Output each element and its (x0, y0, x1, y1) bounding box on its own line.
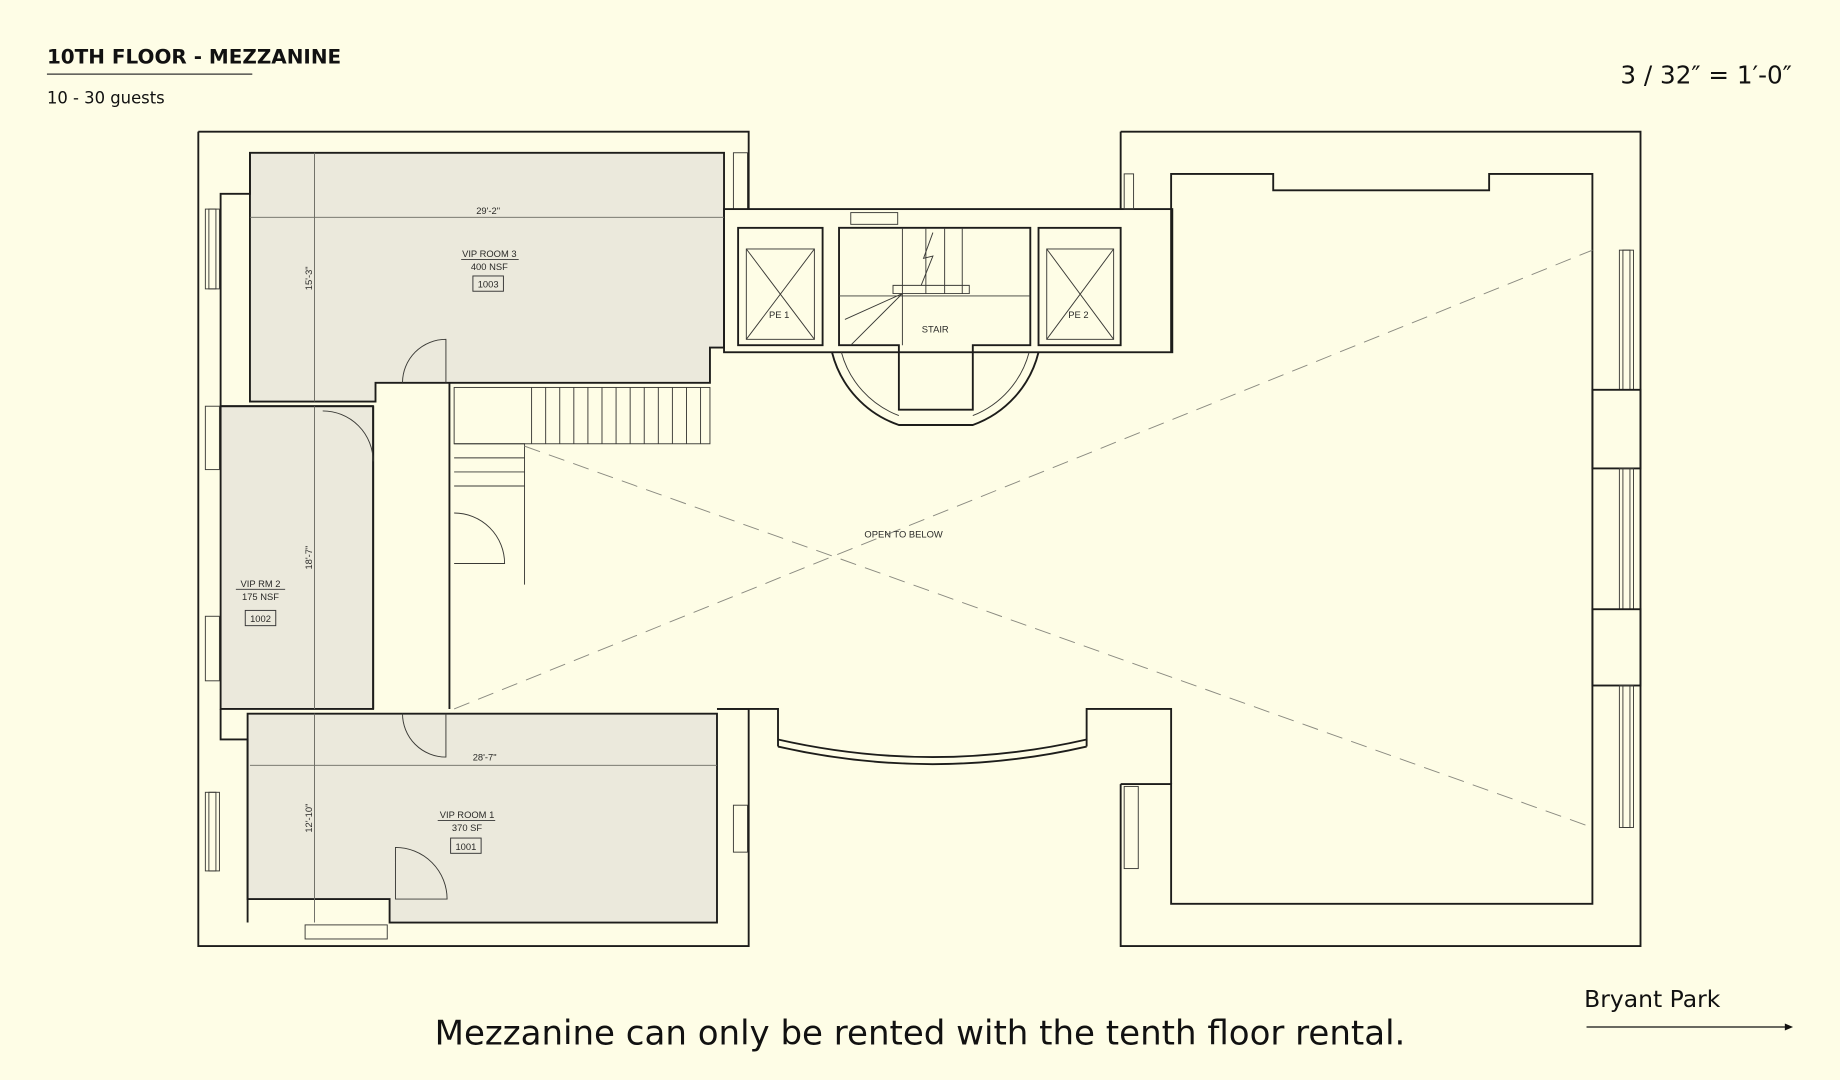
room-area: 175 NSF (242, 592, 279, 602)
open-to-below-label: OPEN TO BELOW (864, 530, 942, 540)
mezzanine-stair (453, 386, 711, 585)
pe1-label: PE 1 (769, 310, 789, 320)
dimension-lines (249, 152, 725, 923)
dim-room3-width: 29'-2" (476, 206, 500, 216)
room-name: VIP ROOM 3 (462, 249, 517, 259)
right-outer-wall (1119, 130, 1642, 947)
guest-capacity: 10 - 30 guests (47, 88, 165, 107)
room-label-1002: VIP RM 2 175 NSF 1002 (235, 579, 286, 627)
stair-label: STAIR (922, 324, 949, 334)
drawing-scale: 3 / 32″ = 1′-0″ (1620, 61, 1791, 90)
orientation-arrow-icon (1586, 1023, 1794, 1031)
room-name: VIP RM 2 (241, 579, 281, 589)
balcony-piers (716, 708, 1173, 785)
elevator-pe1 (737, 226, 824, 347)
pe2-label: PE 2 (1068, 310, 1088, 320)
room-number: 1001 (455, 842, 476, 852)
left-windows (204, 152, 899, 940)
core-stair (831, 226, 1040, 426)
rental-note: Mezzanine can only be rented with the te… (435, 1014, 1406, 1054)
room-label-1003: VIP ROOM 3 400 NSF 1003 (461, 249, 519, 292)
dim-room1-depth: 12'-10" (304, 804, 314, 833)
dim-room3-depth: 15'-3" (304, 266, 314, 290)
room-number: 1003 (478, 280, 499, 290)
room-area: 400 NSF (471, 262, 508, 272)
room-area: 370 SF (452, 823, 482, 833)
core-wall (723, 208, 1174, 354)
room-number: 1002 (250, 614, 271, 624)
orientation-label: Bryant Park (1584, 985, 1721, 1013)
right-windows (1123, 173, 1642, 870)
vip-room-2-area (219, 405, 375, 710)
dim-room2-depth: 18'-7" (304, 546, 314, 570)
floor-title: 10TH FLOOR - MEZZANINE (47, 45, 341, 69)
floor-plan: 29'-2" 15'-3" 18'-7" 28'-7" 12'-10" VIP … (197, 130, 1642, 947)
doors (322, 338, 506, 900)
elevator-pe2 (1037, 226, 1122, 347)
left-inner-wall (219, 152, 251, 923)
room-label-1001: VIP ROOM 1 370 SF 1001 (437, 810, 496, 854)
curved-window-wall (777, 738, 1087, 766)
open-to-below-diagonals (453, 249, 1593, 828)
vip-room-3-area (249, 151, 725, 403)
dim-room1-width: 28'-7" (473, 753, 497, 763)
room-name: VIP ROOM 1 (440, 810, 495, 820)
